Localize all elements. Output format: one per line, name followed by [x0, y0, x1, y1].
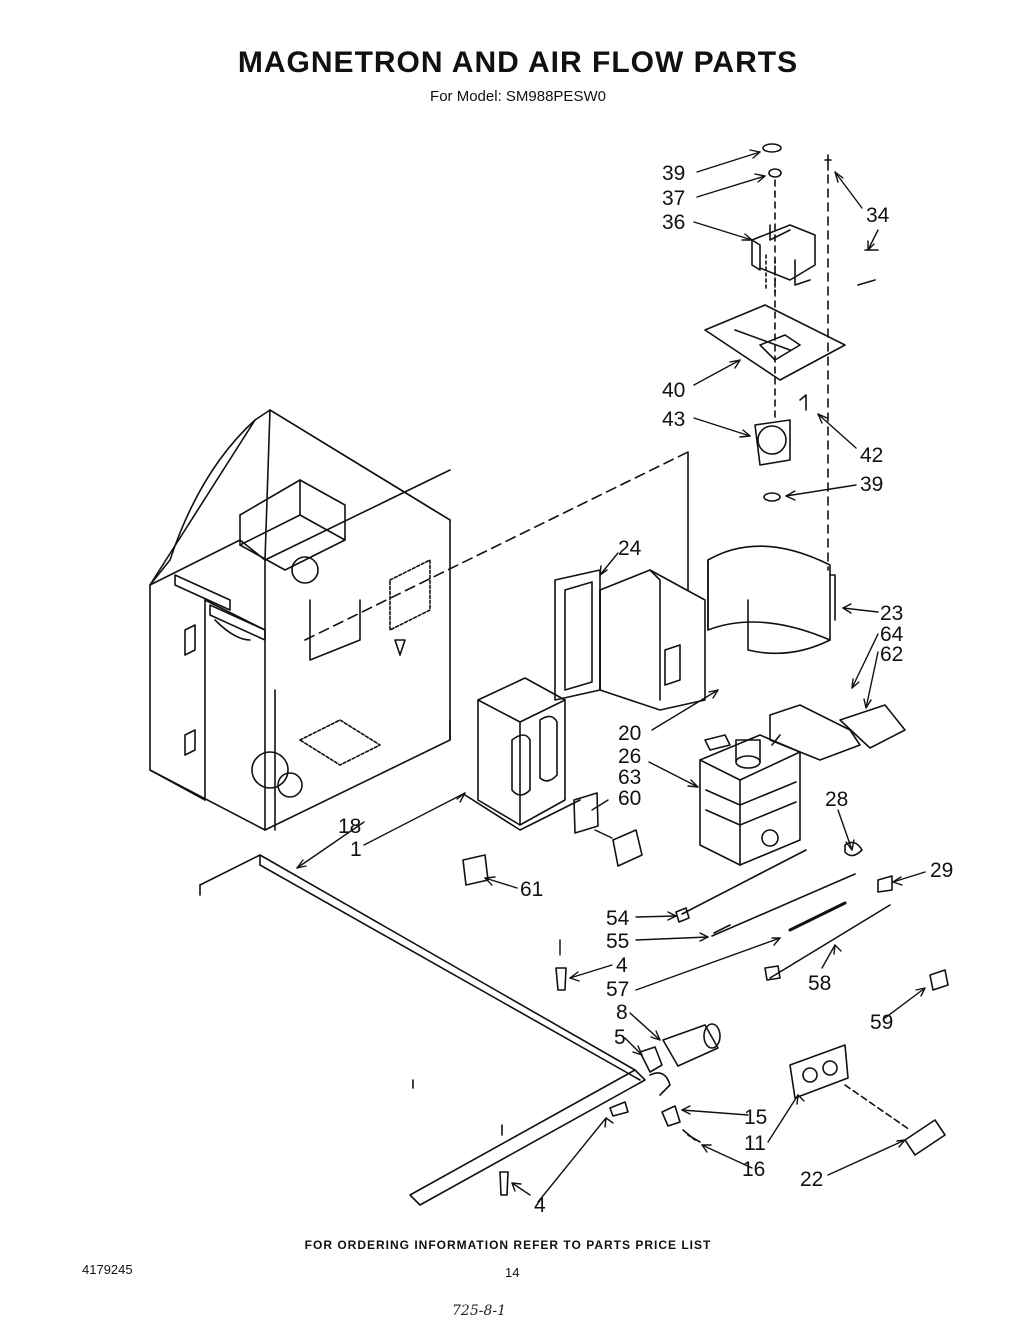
page-title: MAGNETRON AND AIR FLOW PARTS — [237, 46, 799, 79]
handwritten-code: 725-8-1 — [452, 1303, 506, 1319]
callout-20: 20 — [618, 722, 641, 745]
base-plate-drawing — [199, 854, 646, 1206]
callout-15: 15 — [744, 1106, 767, 1129]
air-duct-drawing — [304, 451, 836, 751]
callout-57: 57 — [606, 978, 629, 1001]
document-number: 4179245 — [82, 1262, 133, 1277]
callout-54: 54 — [606, 907, 630, 930]
callout-5: 5 — [614, 1026, 626, 1049]
callout-39-lower: 39 — [860, 473, 883, 496]
callout-61: 61 — [520, 878, 543, 901]
callout-64: 64 — [880, 623, 904, 646]
callout-40: 40 — [662, 379, 685, 402]
callout-28: 28 — [825, 788, 848, 811]
callout-24: 24 — [618, 537, 642, 560]
callout-59: 59 — [870, 1011, 893, 1034]
callout-58: 58 — [808, 972, 831, 995]
magnetron-drawing — [699, 734, 801, 866]
callout-43: 43 — [662, 408, 685, 431]
callout-36: 36 — [662, 211, 685, 234]
callout-4-lower: 4 — [534, 1194, 546, 1217]
callout-62: 62 — [880, 643, 903, 666]
callout-42: 42 — [860, 444, 883, 467]
transformer-drawing — [464, 677, 581, 831]
callout-60: 60 — [618, 787, 641, 810]
callout-4: 4 — [616, 954, 628, 977]
wire-harness-drawing — [675, 849, 891, 981]
callout-37: 37 — [662, 187, 685, 210]
ordering-note: FOR ORDERING INFORMATION REFER TO PARTS … — [304, 1238, 712, 1252]
small-parts-drawing — [462, 704, 949, 1196]
callout-18: 18 — [338, 815, 361, 838]
callout-26: 26 — [618, 745, 641, 768]
page-number: 14 — [505, 1265, 520, 1280]
callout-63: 63 — [618, 766, 641, 789]
model-subtitle: For Model: SM988PESW0 — [430, 88, 606, 105]
cabinet-drawing — [149, 409, 451, 831]
callout-34: 34 — [866, 204, 890, 227]
callout-55: 55 — [606, 930, 629, 953]
callout-8: 8 — [616, 1001, 628, 1024]
callout-22: 22 — [800, 1168, 823, 1191]
callout-16: 16 — [742, 1158, 765, 1181]
callout-29: 29 — [930, 859, 953, 882]
callout-labels: 39 37 36 34 40 43 42 39 24 23 64 62 20 2… — [338, 162, 953, 1217]
callout-1: 1 — [350, 838, 362, 861]
callout-39: 39 — [662, 162, 685, 185]
fan-motor-drawing — [704, 143, 879, 571]
callout-23: 23 — [880, 602, 903, 625]
leader-lines — [296, 149, 926, 1203]
capacitor-fuse-drawing — [639, 1023, 946, 1156]
callout-11: 11 — [744, 1132, 766, 1155]
